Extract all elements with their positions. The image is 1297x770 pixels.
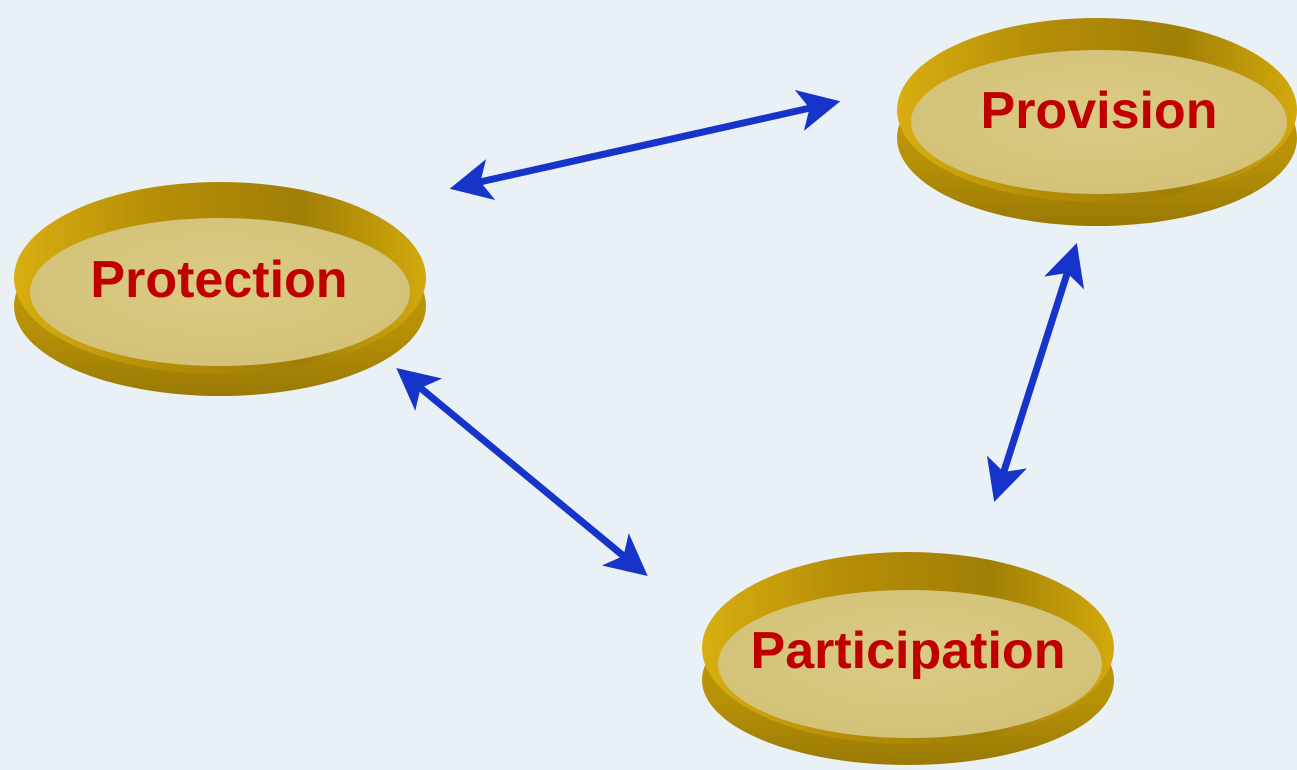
node-label-participation: Participation: [751, 622, 1066, 680]
edge-protection-participation-arrow: [396, 367, 648, 577]
edges-layer: [396, 89, 1085, 577]
node-label-provision: Provision: [981, 82, 1218, 140]
node-provision: Provision: [897, 18, 1297, 226]
dish-inner: [30, 218, 410, 366]
edge-provision-participation-arrow: [986, 242, 1085, 503]
node-protection: Protection: [14, 182, 426, 396]
node-participation: Participation: [702, 552, 1114, 765]
dish-inner: [718, 590, 1102, 738]
node-label-protection: Protection: [90, 251, 347, 309]
dish-inner: [911, 50, 1287, 194]
edge-protection-provision-arrow: [449, 89, 841, 201]
